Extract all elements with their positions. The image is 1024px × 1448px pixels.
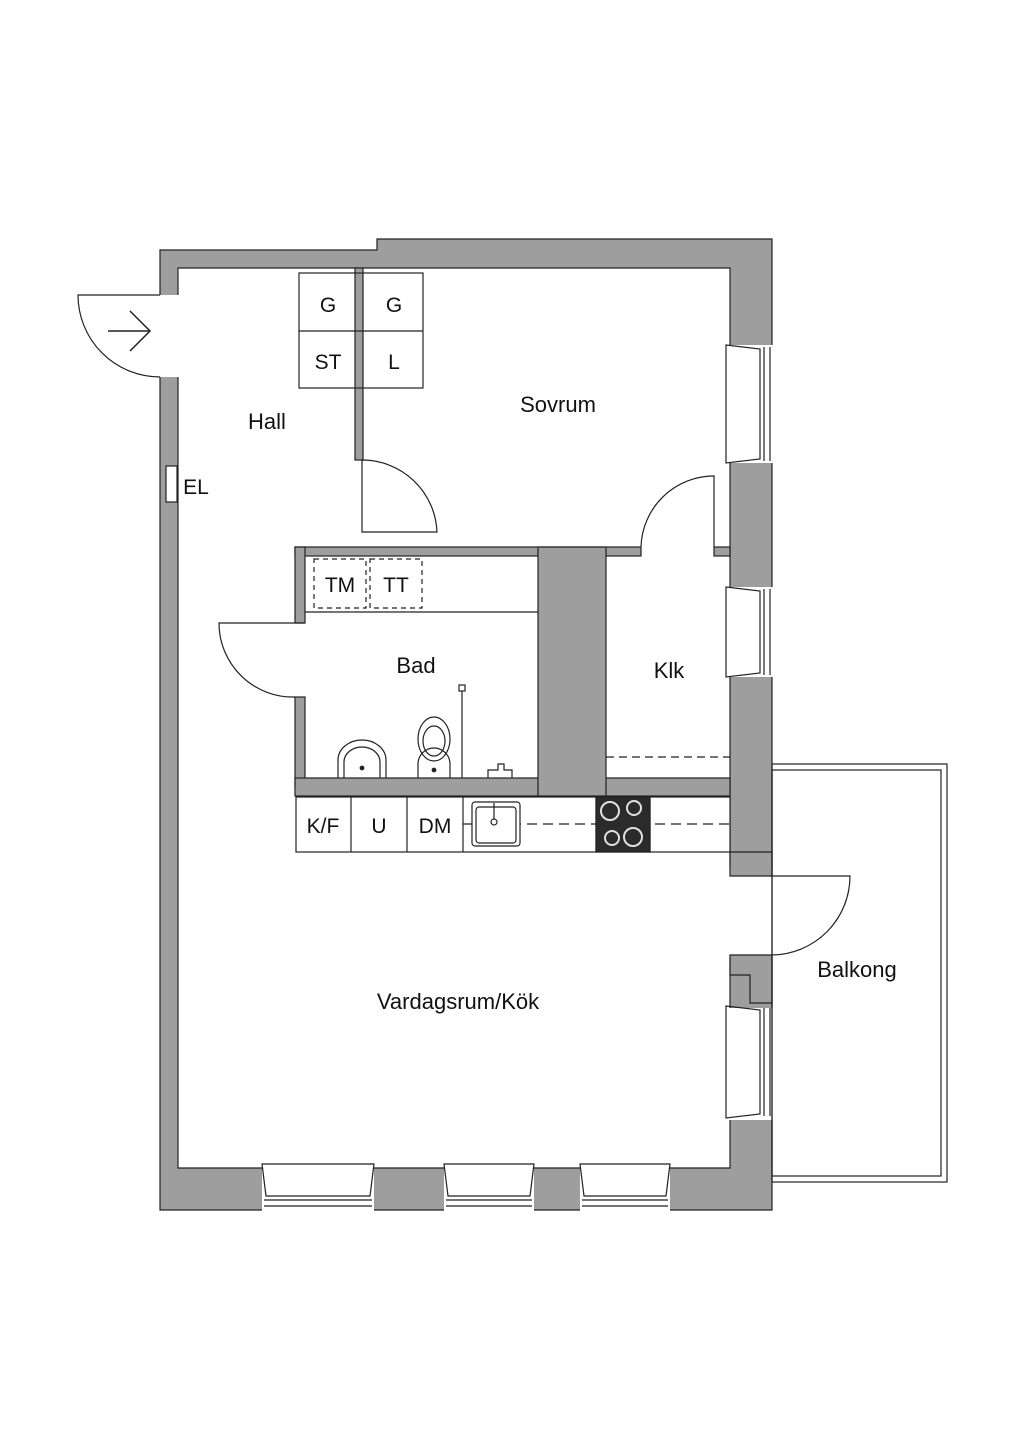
wall-openings (155, 295, 776, 1214)
kitchen-counter (295, 796, 731, 853)
washer-label: TM (325, 574, 355, 597)
balcony (771, 763, 948, 1183)
oven-label: U (371, 815, 386, 838)
room-hall-label: Hall (248, 409, 286, 434)
room-klk-label: Klk (654, 658, 686, 683)
fixture-labels: EL G G ST L TM TT K/F U DM (183, 294, 451, 838)
window-sovrum (725, 344, 771, 464)
el-label: EL (183, 476, 209, 499)
dryer-label: TT (383, 574, 409, 597)
dryer (369, 558, 423, 609)
kitchen-sink-icon (471, 801, 521, 847)
window-vardagsrum-side (725, 1005, 771, 1119)
dishwasher-label: DM (419, 815, 452, 838)
window-bottom-3 (579, 1163, 671, 1207)
room-labels: Hall Sovrum Bad Klk Vardagsrum/Kök Balko… (248, 392, 897, 1014)
wall-bath-left-upper (294, 546, 306, 624)
fridge-freezer-label: K/F (307, 815, 340, 838)
wall-bath-klk (537, 546, 607, 797)
entrance-arrow-icon (108, 310, 152, 352)
closet-l-label: L (388, 351, 400, 374)
wall-bath-bottom (294, 777, 731, 797)
closet-st-label: ST (315, 351, 342, 374)
entrance-door[interactable] (77, 294, 161, 378)
room-vardagsrum-kok-label: Vardagsrum/Kök (377, 989, 540, 1014)
window-bottom-1 (261, 1163, 375, 1207)
window-bottom-2 (443, 1163, 535, 1207)
room-bad-label: Bad (396, 653, 435, 678)
closet-g-right-label: G (386, 294, 402, 317)
bathroom (305, 558, 538, 778)
balkong-door[interactable] (771, 875, 851, 956)
window-klk (725, 586, 771, 678)
exterior-walls (159, 238, 773, 1211)
room-balkong-label: Balkong (817, 957, 897, 982)
wall-hall-sovrum (354, 267, 364, 461)
interior-walls (294, 267, 731, 797)
shower-icon (458, 684, 513, 778)
closets (298, 272, 424, 389)
sink-icon (337, 739, 387, 778)
wall-klk-top (713, 546, 731, 557)
wall-bath-left-lower (294, 696, 306, 788)
sovrum-door[interactable] (361, 459, 438, 533)
doors (77, 294, 851, 956)
klk-door[interactable] (640, 475, 715, 548)
el-panel (165, 465, 178, 503)
windows (261, 344, 771, 1207)
stove-icon (595, 796, 651, 853)
closet-g-left-label: G (320, 294, 336, 317)
room-sovrum-label: Sovrum (520, 392, 596, 417)
toilet-icon (417, 716, 451, 778)
outer-wall (159, 238, 773, 1211)
washer (313, 558, 367, 609)
bad-door[interactable] (218, 622, 305, 698)
